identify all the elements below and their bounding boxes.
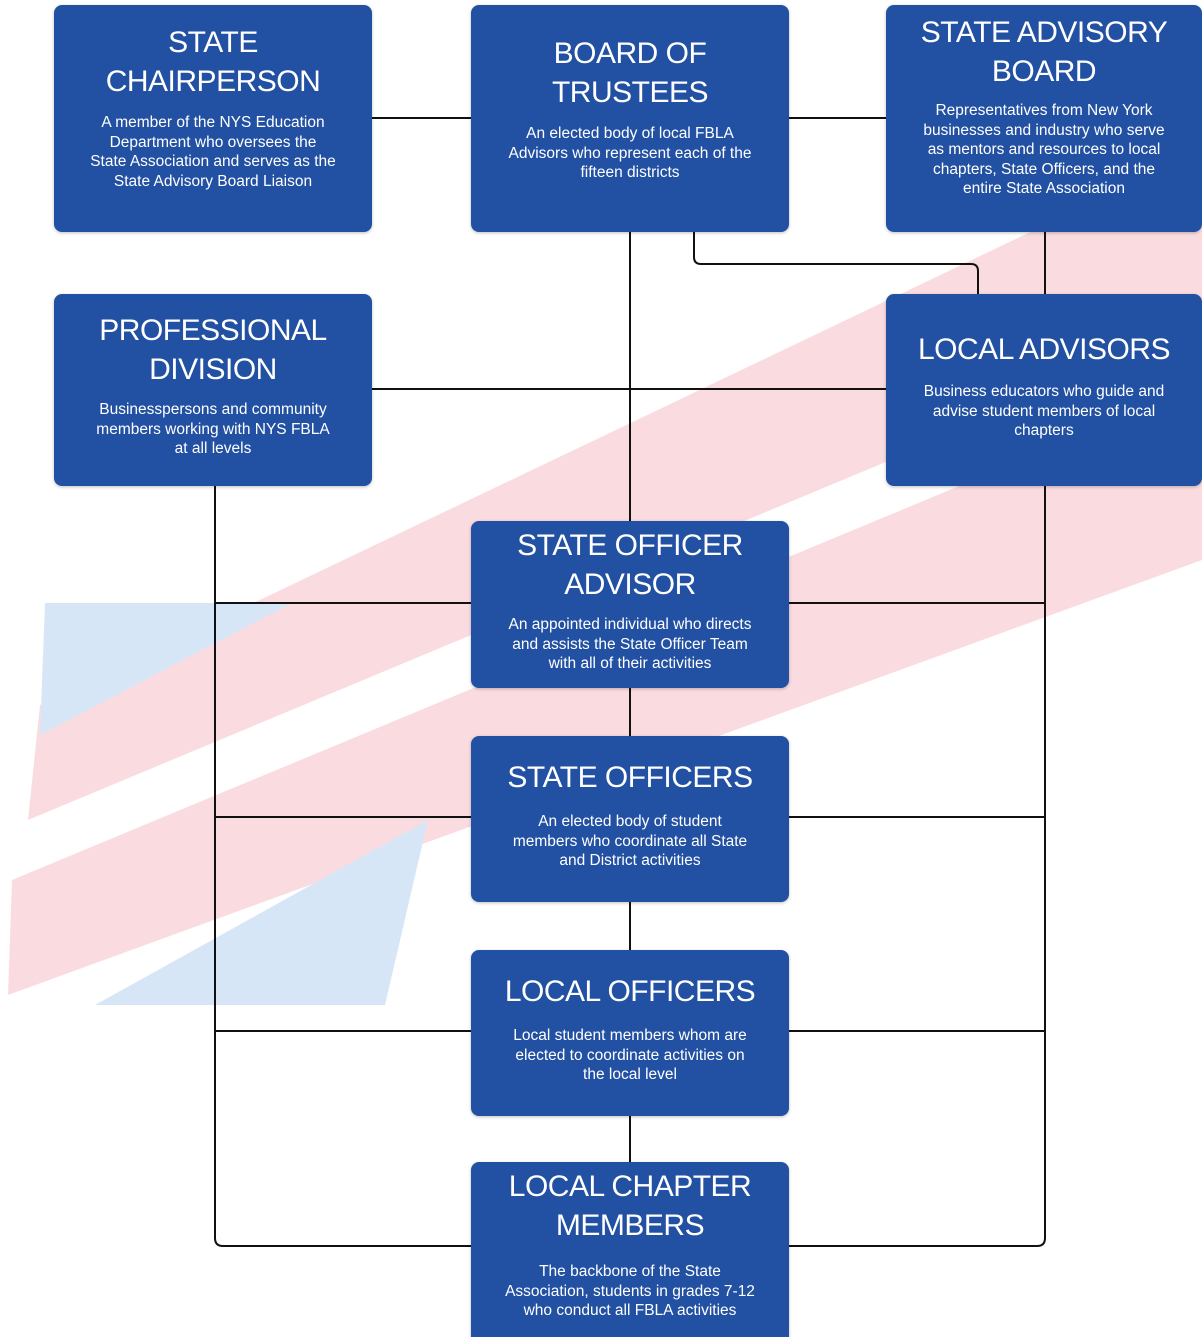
- node-description: The backbone of the State Association, s…: [505, 1263, 755, 1319]
- node-description: A member of the NYS Education Department…: [90, 114, 336, 190]
- blue-shape-lower: [95, 820, 428, 1005]
- node-board-of-trustees: BOARD OF TRUSTEES An elected body of loc…: [471, 5, 789, 232]
- node-title: PROFESSIONAL DIVISION: [99, 314, 327, 386]
- connector-bottom-right-corner: [789, 1237, 1046, 1247]
- node-state-advisory-board: STATE ADVISORY BOARD Representatives fro…: [886, 5, 1202, 232]
- node-state-officers: STATE OFFICERS An elected body of studen…: [471, 736, 789, 902]
- node-description: Local student members whom are elected t…: [513, 1027, 747, 1083]
- node-local-chapter-members: LOCAL CHAPTER MEMBERS The backbone of th…: [471, 1162, 789, 1337]
- node-title: LOCAL CHAPTER MEMBERS: [508, 1170, 752, 1242]
- node-description: Representatives from New York businesses…: [923, 102, 1165, 197]
- blue-shape-upper: [40, 603, 292, 735]
- node-local-officers: LOCAL OFFICERS Local student members who…: [471, 950, 789, 1116]
- node-description: An elected body of student members who c…: [512, 813, 748, 869]
- node-state-officer-advisor: STATE OFFICER ADVISOR An appointed indiv…: [471, 521, 789, 688]
- connector-board-local-advisors: [693, 232, 979, 294]
- node-title: STATE CHAIRPERSON: [105, 26, 321, 98]
- node-title: STATE ADVISORY BOARD: [920, 16, 1168, 88]
- node-local-advisors: LOCAL ADVISORS Business educators who gu…: [886, 294, 1202, 486]
- connector-bottom-left-corner: [214, 1237, 471, 1247]
- node-title: STATE OFFICERS: [507, 761, 753, 794]
- node-title: LOCAL OFFICERS: [504, 975, 756, 1008]
- node-title: STATE OFFICER ADVISOR: [517, 529, 743, 601]
- node-professional-division: PROFESSIONAL DIVISION Businesspersons an…: [54, 294, 372, 486]
- node-title: BOARD OF TRUSTEES: [551, 37, 709, 109]
- node-description: Businesspersons and community members wo…: [96, 401, 330, 457]
- node-description: Business educators who guide and advise …: [923, 383, 1165, 439]
- node-description: An elected body of local FBLA Advisors w…: [508, 125, 752, 181]
- node-state-chairperson: STATE CHAIRPERSON A member of the NYS Ed…: [54, 5, 372, 232]
- red-stripe-lower: [8, 385, 1202, 995]
- node-description: An appointed individual who directs and …: [508, 616, 752, 672]
- node-title: LOCAL ADVISORS: [918, 333, 1170, 366]
